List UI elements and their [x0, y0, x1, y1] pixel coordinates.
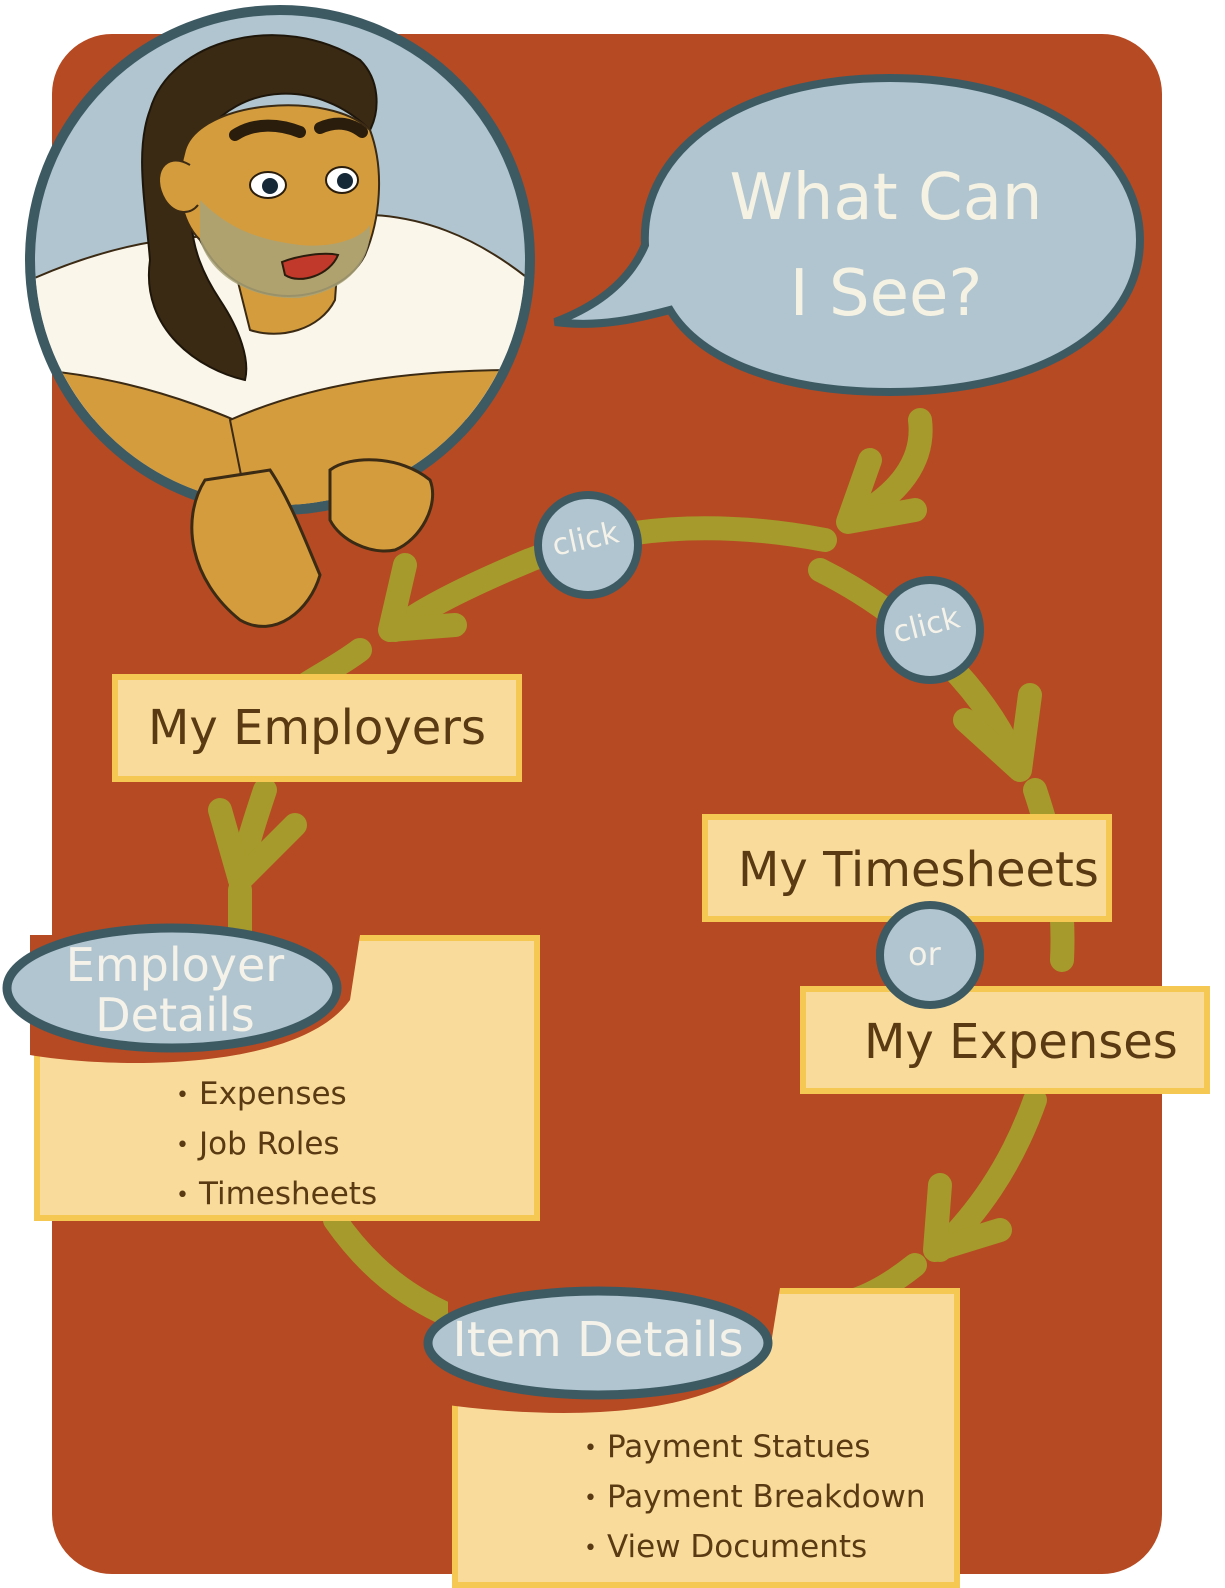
- item-details-item: View Documents: [584, 1522, 926, 1572]
- my-employers-box[interactable]: My Employers: [112, 674, 522, 782]
- my-timesheets-box[interactable]: My Timesheets: [702, 814, 1112, 922]
- speech-bubble: [553, 73, 1145, 397]
- speech-line-2: I See?: [789, 257, 983, 331]
- employer-details-item: Expenses: [176, 1069, 377, 1119]
- arrow-head-right-lower: [923, 1173, 1012, 1262]
- speech-bubble-text: What Can I See?: [686, 150, 1086, 342]
- arrow-head-top-left: [378, 553, 467, 642]
- click-circle-left: [534, 491, 642, 599]
- person-portrait: [25, 5, 535, 628]
- item-details-item: Payment Breakdown: [584, 1472, 926, 1522]
- item-details-title: Item Details: [452, 1312, 744, 1368]
- my-expenses-label: My Expenses: [864, 1014, 1178, 1070]
- my-employers-label: My Employers: [148, 700, 487, 756]
- arrow-bottom-left: [323, 1208, 472, 1332]
- employer-details-item: Job Roles: [176, 1119, 377, 1169]
- click-circle-right: [876, 576, 984, 684]
- arrow-head-bubble: [836, 448, 927, 534]
- employer-details-list: Expenses Job Roles Timesheets: [176, 1069, 377, 1219]
- item-details-list: Payment Statues Payment Breakdown View D…: [584, 1422, 926, 1572]
- employer-details-title: Employer Details: [30, 940, 320, 1040]
- arrow-head-top-right: [953, 683, 1042, 782]
- my-timesheets-label: My Timesheets: [738, 842, 1099, 898]
- speech-line-1: What Can: [729, 161, 1043, 235]
- employer-details-item: Timesheets: [176, 1169, 377, 1219]
- my-expenses-box[interactable]: My Expenses: [800, 986, 1210, 1094]
- employer-details-title-1: Employer: [65, 938, 285, 992]
- or-label: or: [908, 935, 941, 973]
- item-details-item: Payment Statues: [584, 1422, 926, 1472]
- employer-details-title-2: Details: [95, 988, 255, 1042]
